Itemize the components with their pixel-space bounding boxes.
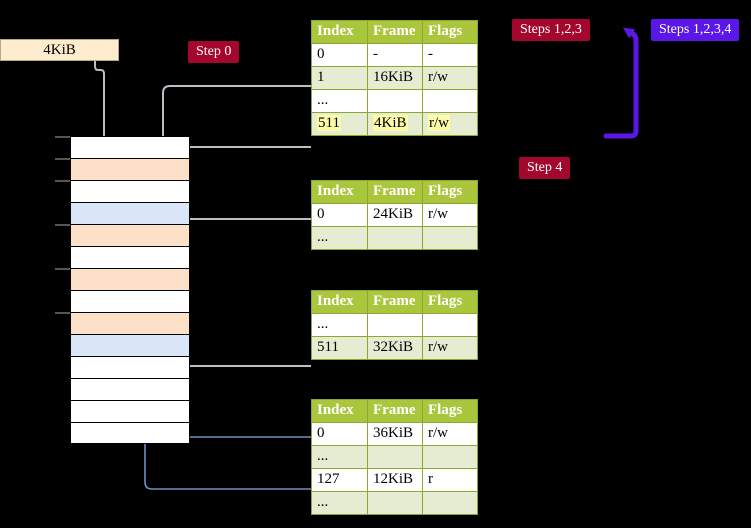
badge-step-0: Step 0: [188, 41, 240, 63]
cell-index: ...: [311, 313, 368, 337]
memory-map-tick: [55, 268, 70, 270]
memory-map-row: [70, 180, 190, 202]
memory-map-row: [70, 290, 190, 312]
cell-index: 511: [311, 112, 368, 136]
cell-index: 0: [311, 203, 368, 227]
column-header-flags: Flags: [422, 290, 478, 314]
cell-frame: [367, 313, 423, 337]
column-header-frame: Frame: [367, 399, 423, 423]
cell-index: ...: [311, 445, 368, 469]
memory-map-row: [70, 378, 190, 400]
table-row: ...: [311, 89, 478, 113]
purple-bracket-arrow: [603, 27, 639, 139]
memory-map-row: [70, 400, 190, 422]
memory-map-row: [70, 422, 190, 444]
memory-map-row: [70, 136, 190, 158]
highlighted-value: 4KiB: [373, 115, 408, 131]
cell-frame: 12KiB: [367, 468, 423, 492]
memory-map-row: [70, 312, 190, 334]
cell-flags: -: [422, 43, 478, 67]
table-row: ...: [311, 491, 478, 515]
cell-frame: [367, 226, 423, 250]
cell-flags: [422, 445, 478, 469]
connector-pdpt-row0: [176, 218, 311, 265]
memory-map: [70, 136, 190, 444]
column-header-frame: Frame: [367, 180, 423, 204]
memory-map-row: [70, 158, 190, 180]
memory-map-tick: [55, 158, 70, 160]
column-header-index: Index: [311, 290, 368, 314]
memory-map-row: [70, 224, 190, 246]
memory-map-row: [70, 246, 190, 268]
column-header-frame: Frame: [367, 20, 423, 44]
column-header-index: Index: [311, 180, 368, 204]
table-row: ...: [311, 226, 478, 250]
connector-pd-row511: [176, 317, 311, 367]
cell-index: 127: [311, 468, 368, 492]
cell-index: ...: [311, 491, 368, 515]
cell-flags: r/w: [422, 112, 478, 136]
memory-map-tick: [55, 224, 70, 226]
column-header-index: Index: [311, 20, 368, 44]
cell-frame: -: [367, 43, 423, 67]
cell-frame: 32KiB: [367, 336, 423, 360]
table-row: ...: [311, 445, 478, 469]
memory-map-tick: [55, 136, 70, 138]
cell-index: 511: [311, 336, 368, 360]
table-row: 511 4KiB r/w: [311, 112, 478, 136]
table-row: 0--: [311, 43, 478, 67]
cell-frame: 24KiB: [367, 203, 423, 227]
cell-frame: 36KiB: [367, 422, 423, 446]
cell-flags: r/w: [422, 336, 478, 360]
cell-flags: [422, 491, 478, 515]
cell-flags: r: [422, 468, 478, 492]
cell-index: 0: [311, 422, 368, 446]
memory-map-row: [70, 202, 190, 224]
cell-flags: [422, 313, 478, 337]
cell-index: ...: [311, 89, 368, 113]
column-header-flags: Flags: [422, 399, 478, 423]
cell-frame: [367, 491, 423, 515]
badge-steps-123: Steps 1,2,3: [512, 19, 590, 41]
cell-frame: 16KiB: [367, 66, 423, 90]
memory-map-tick: [55, 180, 70, 182]
cell-flags: r/w: [422, 66, 478, 90]
cell-flags: [422, 89, 478, 113]
memory-map-row: [70, 268, 190, 290]
memory-map-row: [70, 356, 190, 378]
column-header-flags: Flags: [422, 180, 478, 204]
badge-step-4: Step 4: [519, 157, 571, 179]
cell-index: 0: [311, 43, 368, 67]
cell-index: ...: [311, 226, 368, 250]
badge-steps-1234: Steps 1,2,3,4: [651, 19, 740, 41]
column-header-flags: Flags: [422, 20, 478, 44]
table-row: ...: [311, 313, 478, 337]
column-header-index: Index: [311, 399, 368, 423]
column-header-frame: Frame: [367, 290, 423, 314]
memory-map-tick: [55, 312, 70, 314]
cell-flags: r/w: [422, 203, 478, 227]
cell-frame: [367, 445, 423, 469]
cell-frame: 4KiB: [367, 112, 423, 136]
cell-flags: [422, 226, 478, 250]
cell-flags: r/w: [422, 422, 478, 446]
highlighted-value: r/w: [428, 115, 450, 131]
highlighted-value: 511: [317, 115, 341, 131]
memory-map-row: [70, 334, 190, 356]
size-box-4kib: 4KiB: [0, 39, 119, 61]
cell-frame: [367, 89, 423, 113]
cell-index: 1: [311, 66, 368, 90]
